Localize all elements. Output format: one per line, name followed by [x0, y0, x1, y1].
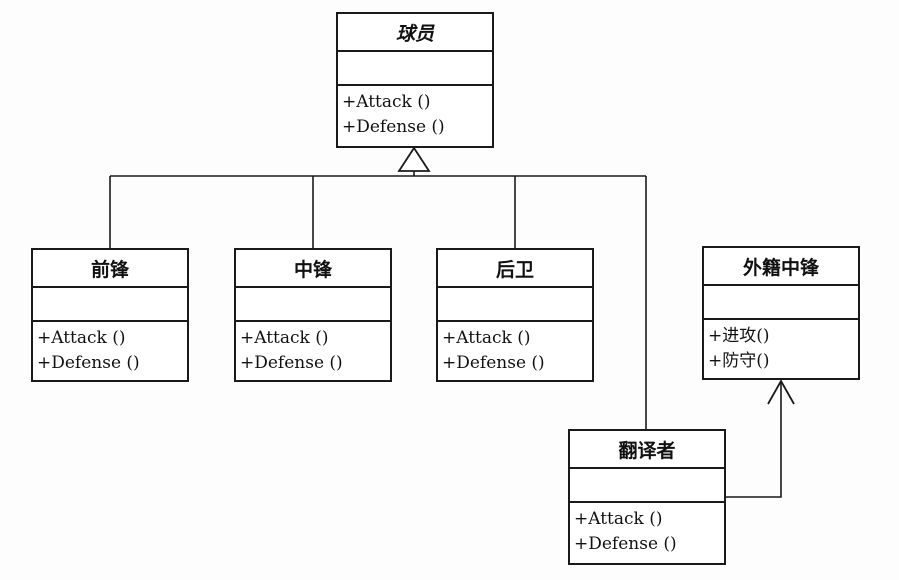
class-attributes	[33, 288, 187, 322]
class-translator[interactable]: 翻译者 +Attack () +Defense ()	[568, 429, 726, 565]
association-line-translator-foreign	[726, 381, 782, 498]
class-attributes	[236, 288, 390, 322]
generalization-arrowhead	[397, 146, 431, 172]
class-operations: +Attack () +Defense ()	[570, 503, 724, 563]
class-back[interactable]: 后卫 +Attack () +Defense ()	[436, 248, 594, 382]
operation: +Attack ()	[574, 509, 663, 529]
operation: +Defense ()	[342, 117, 445, 137]
class-attributes	[338, 52, 492, 86]
operation: +Attack ()	[342, 92, 431, 112]
class-operations: +Attack () +Defense ()	[33, 322, 187, 380]
class-operations: +Attack () +Defense ()	[236, 322, 390, 380]
operation: +Defense ()	[240, 353, 343, 373]
operation: +进攻()	[708, 326, 770, 346]
association-arrowhead	[767, 379, 795, 405]
class-name: 后卫	[438, 250, 592, 288]
class-name: 翻译者	[570, 431, 724, 469]
class-player[interactable]: 球员 +Attack () +Defense ()	[336, 12, 494, 148]
operation: +Defense ()	[574, 534, 677, 554]
class-attributes	[570, 469, 724, 503]
class-attributes	[438, 288, 592, 322]
class-center[interactable]: 中锋 +Attack () +Defense ()	[234, 248, 392, 382]
class-foreign-center[interactable]: 外籍中锋 +进攻() +防守()	[702, 246, 860, 380]
operation: +Attack ()	[240, 328, 329, 348]
operation: +Defense ()	[442, 353, 545, 373]
operation: +Defense ()	[37, 353, 140, 373]
operation: +Attack ()	[442, 328, 531, 348]
class-name: 中锋	[236, 250, 390, 288]
class-forward[interactable]: 前锋 +Attack () +Defense ()	[31, 248, 189, 382]
class-operations: +Attack () +Defense ()	[338, 86, 492, 146]
operation: +防守()	[708, 351, 770, 371]
operation: +Attack ()	[37, 328, 126, 348]
class-name: 前锋	[33, 250, 187, 288]
class-operations: +Attack () +Defense ()	[438, 322, 592, 380]
class-attributes	[704, 286, 858, 320]
class-name: 球员	[338, 14, 492, 52]
class-name: 外籍中锋	[704, 248, 858, 286]
class-operations: +进攻() +防守()	[704, 320, 858, 378]
